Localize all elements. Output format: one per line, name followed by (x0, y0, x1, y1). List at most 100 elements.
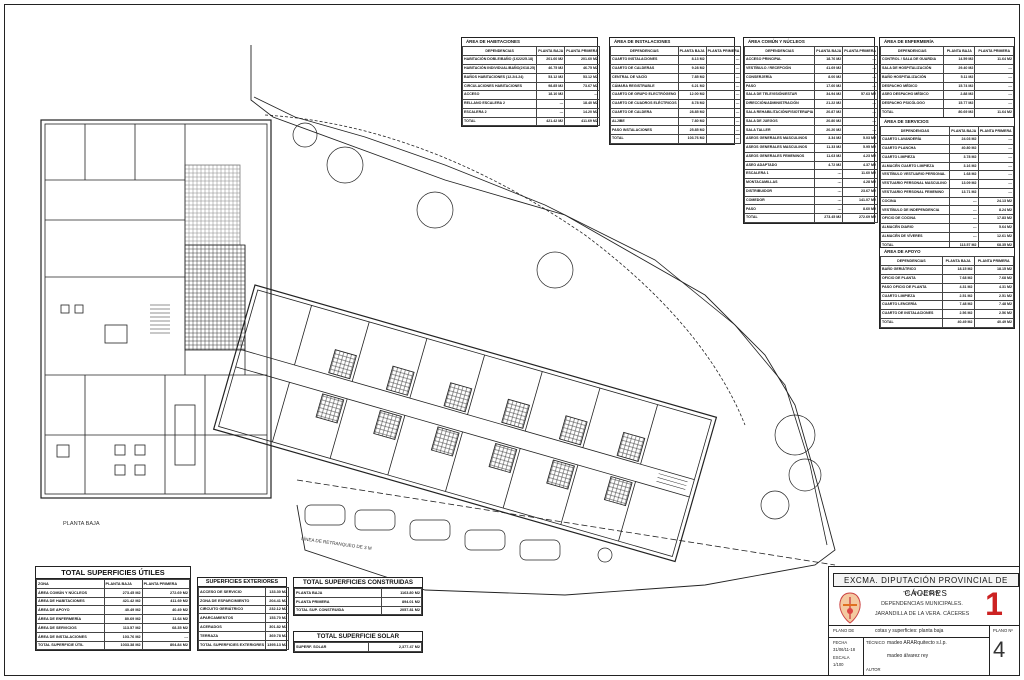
table-header-cell: DEPENDENCIAS (880, 126, 950, 137)
table-cell: ÁREA COMÚN Y NÚCLEOS (36, 587, 105, 598)
table-cell: TOTAL (743, 213, 816, 224)
table-cell: 12.61 M2 (977, 231, 1015, 242)
table-cell: CUARTO DE CUADROS ELÉCTRICOS (610, 99, 679, 109)
table-cell: VESTÍBULO DE INDEPENDENCIA (880, 205, 950, 216)
table-cell: 8.13 M2 (677, 55, 707, 65)
table-cell: 2.56 M2 (973, 309, 1015, 319)
table-cell: ASEO ADAPTADO (743, 160, 816, 171)
table-header-cell: PLANTA PRIMERA (564, 46, 600, 57)
table-title: ÁREA DE HABITACIONES (466, 39, 520, 44)
table-cell: ÁREA DE ENFERMERÍA (36, 614, 105, 624)
table-cell: 3.16 M2 (949, 161, 979, 172)
table-cell: ALMACÉN DIARIO (880, 223, 950, 233)
table-cell: 34.94 M2 (814, 90, 844, 101)
table-cell: ACERADOS (197, 622, 267, 632)
table-cell: TOTAL SUP. CONSTRUIDA (293, 605, 383, 616)
table-cell: 53.12 M2 (536, 72, 566, 83)
table-cell: --- (141, 631, 191, 642)
table-cell: --- (974, 81, 1014, 92)
table-cell: ASEOS GENERALES FEMENINOS (743, 151, 816, 162)
table-cell: CONSERJERÍA (743, 72, 816, 83)
table-cell: SALA TALLER (743, 125, 816, 136)
table-header-cell: PLANTA BAJA (103, 579, 143, 589)
table-cell: PASO INSTALACIONES (610, 125, 679, 136)
table-header-cell: PLANTA BAJA (814, 46, 844, 57)
title-block: EXCMA. DIPUTACIÓN PROVINCIAL DE CÁCERES … (828, 566, 1019, 675)
table-cell: ALMACÉN CUARTO LIMPIEZA (880, 161, 950, 172)
table-cell: CUARTO PLANCHA (880, 143, 950, 154)
table-cell: COMEDOR (743, 195, 816, 206)
fecha-label: FECHA (833, 640, 848, 645)
table-cell: 272.69 M2 (141, 587, 191, 598)
fecha-value: 31/06/11-18 (833, 647, 856, 652)
table-cell: 40.49 M2 (941, 317, 975, 328)
table-cell: --- (814, 195, 844, 206)
table-cell: 201.60 M2 (536, 55, 566, 65)
table-cell: 11.60 M2 (842, 169, 879, 180)
table-cell: 13.09 M2 (949, 179, 979, 189)
table-cell: TOTAL SUPERFICIE ÚTIL (36, 640, 105, 651)
table-cell: ACCESO (461, 90, 538, 101)
table-row: COMEDOR---141.07 M2 (743, 195, 879, 206)
table-cell: 6.21 M2 (677, 81, 707, 92)
table-cell: 2,377.47 M2 (367, 642, 423, 652)
table-title: ÁREA DE ENFERMERÍA (884, 39, 934, 44)
table-cell: 15.77 M2 (943, 99, 976, 109)
table-cell: CIRCULACIONES HABITACIONES (461, 81, 538, 92)
table-cell: COCINA (880, 196, 950, 207)
table-cell: CUARTO INSTALACIONES (610, 55, 679, 65)
table-header-cell: PLANTA PRIMERA (705, 46, 742, 57)
table-row: DISTRIBUIDOR---23.67 M2 (743, 186, 879, 197)
totals-title: TOTAL SUPERFICIES ÚTILES (36, 567, 190, 579)
totals-exteriores: SUPERFICIES EXTERIORES ACCESO DE SERVICI… (197, 577, 290, 651)
table-cell: 8.24 M2 (977, 205, 1015, 216)
table-cell: ASEOS GENERALES MASCULINOS (743, 143, 816, 153)
table-cell: 11.64 M2 (974, 107, 1014, 118)
table-cell: 2.51 M2 (973, 291, 1015, 302)
table-cell: 4.72 M2 (814, 160, 844, 171)
table-cell: 421.42 M2 (103, 596, 143, 607)
table-cell: --- (949, 196, 979, 207)
table-cell: 73.67 M2 (564, 81, 600, 92)
table-cell: 98.85 M2 (536, 81, 566, 92)
table-title: ÁREA DE INSTALACIONES (614, 39, 671, 44)
table-cell: 7.48 M2 (941, 300, 975, 311)
table-cell: 141.07 M2 (842, 195, 879, 206)
table-cell: 7.85 M2 (677, 72, 707, 83)
table-cell: 421.42 M2 (536, 116, 566, 127)
table-cell: HABITACIÓN DOBLE/BAÑO (1X22/25.18) (461, 55, 538, 65)
project-subject: DEPENDENCIAS MUNICIPALES. (881, 601, 963, 607)
title-block-header: EXCMA. DIPUTACIÓN PROVINCIAL DE CÁCERES (833, 573, 1019, 598)
table-cell: 20.20 M2 (814, 125, 844, 136)
project-name: "PLAN ACTIVA" (902, 591, 942, 597)
table-cell: TOTAL (879, 107, 945, 118)
table-cell: 80.69 M2 (103, 614, 143, 624)
plano-title: cotas y superficies: planta baja (875, 628, 944, 634)
table-cell: 11.63 M2 (814, 151, 844, 162)
table-header-cell: DEPENDENCIAS (880, 256, 943, 267)
table-header-cell: PLANTA PRIMERA (974, 46, 1014, 57)
table-cell: --- (814, 169, 844, 180)
table-cell: 25.85 M2 (677, 125, 707, 136)
